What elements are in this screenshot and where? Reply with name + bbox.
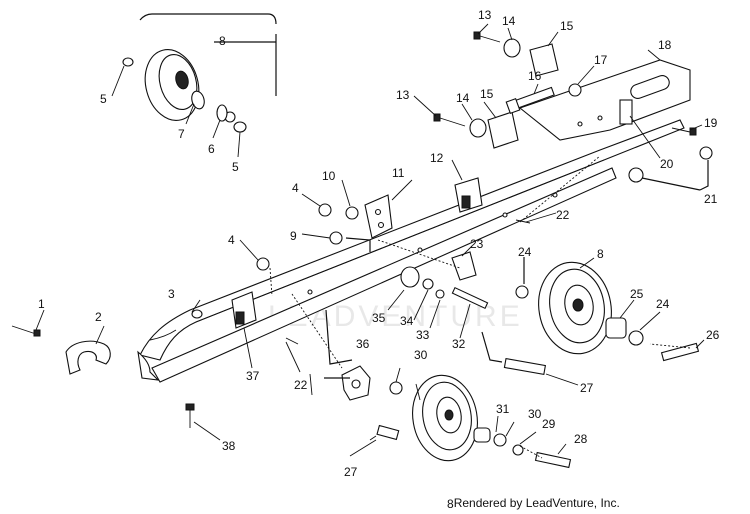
slide-rail bbox=[137, 119, 685, 383]
callout-30b: 30 bbox=[528, 407, 542, 421]
callout-15a: 15 bbox=[560, 19, 574, 33]
callout-18: 18 bbox=[658, 38, 672, 52]
callout-7: 7 bbox=[178, 127, 185, 141]
callout-24a: 24 bbox=[518, 245, 532, 259]
callout-1: 1 bbox=[38, 297, 45, 311]
callout-37: 37 bbox=[246, 369, 260, 383]
callout-5b: 5 bbox=[232, 160, 239, 174]
spacers-and-washers bbox=[11, 31, 713, 469]
callout-22a: 22 bbox=[556, 208, 570, 222]
callout-30a: 30 bbox=[414, 348, 428, 362]
callout-16: 16 bbox=[528, 69, 542, 83]
callout-13a: 13 bbox=[478, 8, 492, 22]
callout-8b: 8 bbox=[597, 247, 604, 261]
callout-21: 21 bbox=[704, 192, 718, 206]
wheel-bracket bbox=[341, 365, 371, 401]
callout-26: 26 bbox=[706, 328, 720, 342]
callout-9: 9 bbox=[290, 229, 297, 243]
idler-wheel-top bbox=[122, 49, 247, 133]
callout-15b: 15 bbox=[480, 87, 494, 101]
callout-10: 10 bbox=[322, 169, 336, 183]
callout-35: 35 bbox=[372, 311, 386, 325]
leader-lines bbox=[35, 13, 709, 459]
callout-4b: 4 bbox=[292, 181, 299, 195]
callout-17: 17 bbox=[594, 53, 608, 67]
callout-5a: 5 bbox=[100, 92, 107, 106]
callout-29: 29 bbox=[542, 417, 556, 431]
callout-31: 31 bbox=[496, 402, 510, 416]
callout-32: 32 bbox=[452, 337, 466, 351]
credit-label: Rendered by LeadVenture, Inc. bbox=[453, 496, 620, 510]
callout-23: 23 bbox=[470, 237, 484, 251]
callout-4a: 4 bbox=[228, 233, 235, 247]
callout-12: 12 bbox=[430, 151, 444, 165]
callout-14b: 14 bbox=[456, 91, 470, 105]
callout-34: 34 bbox=[400, 314, 414, 328]
callout-25: 25 bbox=[630, 287, 644, 301]
callout-36: 36 bbox=[356, 337, 370, 351]
callout-22b: 22 bbox=[294, 378, 308, 392]
callout-33: 33 bbox=[416, 328, 430, 342]
callout-38: 38 bbox=[222, 439, 236, 453]
callout-28: 28 bbox=[574, 432, 588, 446]
idler-wheel-bottom bbox=[412, 374, 478, 462]
callout-11: 11 bbox=[392, 166, 405, 180]
callout-6: 6 bbox=[208, 142, 215, 156]
callout-24b: 24 bbox=[656, 297, 670, 311]
mount-bracket bbox=[364, 194, 393, 239]
idler-wheel-right bbox=[538, 261, 612, 355]
callout-27b: 27 bbox=[344, 465, 358, 479]
callout-14a: 14 bbox=[502, 14, 516, 28]
callout-8a: 8 bbox=[219, 34, 226, 48]
wear-block-rear bbox=[231, 291, 257, 329]
callout-2: 2 bbox=[95, 310, 102, 324]
callout-8c: 8 bbox=[447, 497, 454, 511]
callout-3: 3 bbox=[168, 287, 175, 301]
wear-block-front bbox=[454, 177, 483, 213]
callout-13b: 13 bbox=[396, 88, 410, 102]
callout-20: 20 bbox=[660, 157, 674, 171]
callout-19: 19 bbox=[704, 116, 718, 130]
callout-27a: 27 bbox=[580, 381, 594, 395]
callout-labels: 1 2 3 4 4 5 5 6 7 8 8 8 9 10 11 12 13 13… bbox=[38, 8, 720, 511]
